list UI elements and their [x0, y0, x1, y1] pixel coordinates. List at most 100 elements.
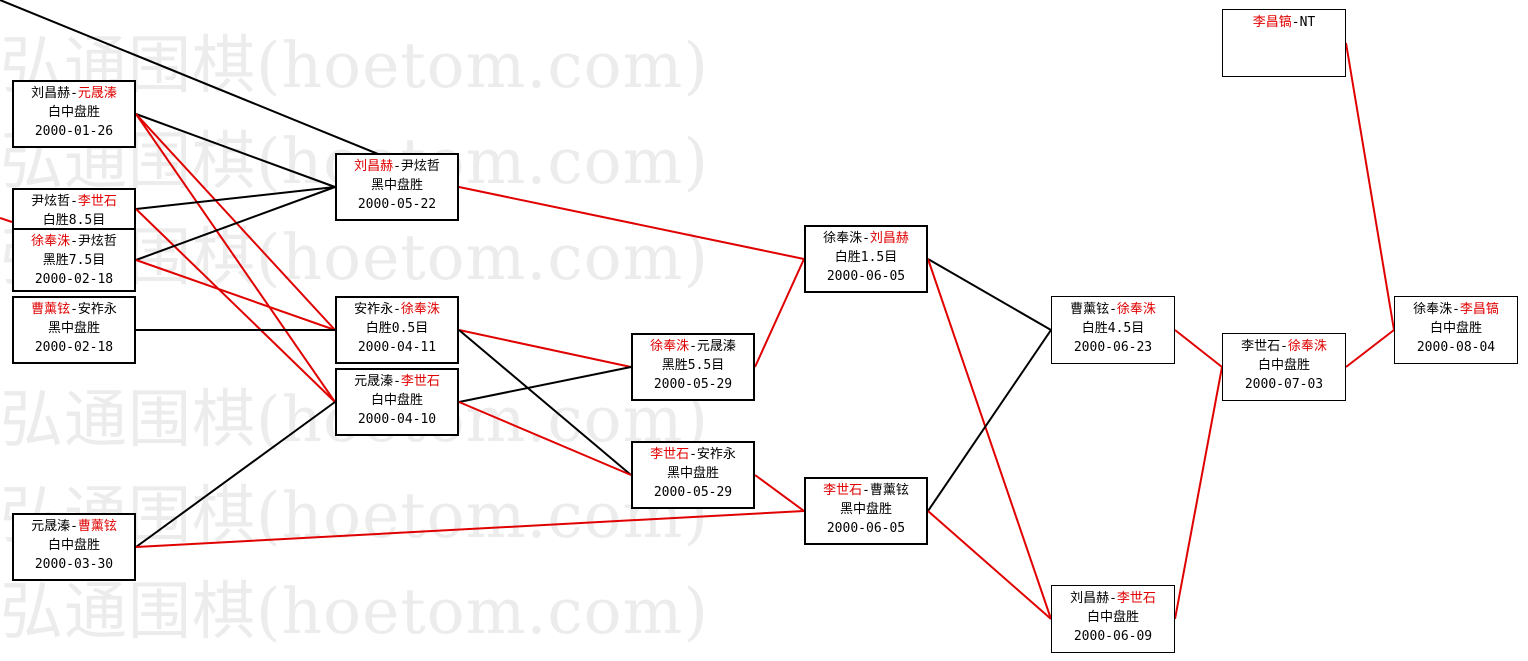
black-player: 徐奉洙: [31, 234, 71, 249]
white-player: 李世石: [1116, 591, 1156, 606]
connector-g0703-g0804: [1345, 329, 1395, 368]
game-date: 2000-08-04: [1416, 340, 1496, 355]
game-result: 白胜4.5目: [1081, 321, 1145, 336]
vs-dash: -: [862, 231, 870, 246]
vs-dash: -: [1109, 302, 1117, 317]
black-player: 曹薰铉: [1070, 302, 1110, 317]
white-player: 安祚永: [77, 302, 117, 317]
game-date: 2000-03-30: [34, 557, 114, 572]
vs-dash: -: [393, 374, 401, 389]
game-date: 2000-05-29: [653, 485, 733, 500]
vs-dash: -: [1280, 339, 1288, 354]
vs-dash: -: [70, 234, 78, 249]
connector-g0126-g0410: [135, 113, 336, 403]
white-player: 尹炫哲: [77, 234, 117, 249]
black-player: 刘昌赫: [1070, 591, 1110, 606]
black-player: 徐奉洙: [1413, 302, 1453, 317]
vs-dash: -: [1291, 15, 1300, 30]
white-player: 徐奉洙: [400, 302, 440, 317]
game-date: 2000-04-11: [357, 340, 437, 355]
players-row: 尹炫哲-李世石: [14, 192, 134, 211]
white-player: 徐奉洙: [1287, 339, 1327, 354]
game-result: 白中盘胜: [1257, 358, 1310, 373]
vs-dash: -: [70, 302, 78, 317]
vs-dash: -: [689, 339, 697, 354]
connector-g0218b-g0411: [135, 259, 336, 331]
players-row: 徐奉洙-尹炫哲: [14, 232, 134, 251]
vs-dash: -: [1109, 591, 1117, 606]
connector-g0126-g0522: [135, 113, 336, 188]
black-player: 李世石: [823, 483, 863, 498]
game-date: 2000-04-10: [357, 412, 437, 427]
players-row: 元晟溱-曹薰铉: [14, 517, 134, 536]
game-result: 黑中盘胜: [370, 178, 423, 193]
game-date: 2000-07-03: [1244, 377, 1324, 392]
connector-g0529b-g0605b: [754, 474, 805, 512]
game-result: 黑胜7.5目: [42, 253, 106, 268]
white-player: 曹薰铉: [869, 483, 909, 498]
game-date: 2000-02-18: [34, 272, 114, 287]
white-player: NT: [1299, 15, 1316, 30]
game-result: 白胜8.5目: [42, 213, 106, 228]
vs-dash: -: [862, 483, 870, 498]
black-player: 徐奉洙: [650, 339, 690, 354]
game-node-g0703: 李世石-徐奉洙白中盘胜 2000-07-03: [1222, 333, 1346, 401]
game-node-g0218b: 徐奉洙-尹炫哲黑胜7.5目 2000-02-18: [12, 228, 136, 292]
game-date: 2000-05-22: [357, 197, 437, 212]
vs-dash: -: [393, 159, 401, 174]
black-player: 刘昌赫: [354, 159, 394, 174]
players-row: 徐奉洙-刘昌赫: [806, 229, 926, 248]
connector-g0605b-g0609: [927, 510, 1052, 620]
connector-g0126-g0411: [135, 113, 336, 331]
connector-g0623-g0703: [1174, 329, 1223, 368]
black-player: 元晟溱: [31, 519, 71, 534]
connector-g0605a-g0623: [927, 258, 1052, 331]
players-row: 刘昌赫-李世石: [1052, 589, 1174, 608]
white-player: 元晟溱: [77, 86, 117, 101]
connector-g0529a-g0605a: [754, 258, 805, 368]
connector-g0410-g0529a: [458, 366, 632, 403]
game-result: 白中盘胜: [47, 105, 100, 120]
connector-g0411-g0529b: [458, 329, 632, 476]
black-player: 李世石: [1241, 339, 1281, 354]
players-row: 徐奉洙-李昌镐: [1395, 300, 1517, 319]
vs-dash: -: [393, 302, 401, 317]
game-result: 白中盘胜: [370, 393, 423, 408]
white-player: 安祚永: [696, 447, 736, 462]
connector-g0522-g0605a: [458, 186, 805, 260]
game-date: 2000-06-05: [826, 269, 906, 284]
game-date: 2000-01-26: [34, 124, 114, 139]
white-player: 刘昌赫: [869, 231, 909, 246]
vs-dash: -: [70, 519, 78, 534]
connector-g0330-g0605b: [135, 510, 805, 548]
players-row: 李世石-曹薰铉: [806, 481, 926, 500]
players-row: 曹薰铉-徐奉洙: [1052, 300, 1174, 319]
connector-g0330-g0410: [135, 401, 336, 548]
black-player: 刘昌赫: [31, 86, 71, 101]
white-player: 李世石: [400, 374, 440, 389]
game-node-gNT: 李昌镐-NT: [1222, 9, 1346, 77]
game-result: 白胜0.5目: [365, 321, 429, 336]
game-node-g0804: 徐奉洙-李昌镐白中盘胜 2000-08-04: [1394, 296, 1518, 364]
black-player: 李世石: [650, 447, 690, 462]
vs-dash: -: [689, 447, 697, 462]
game-date: 2000-06-09: [1073, 629, 1153, 644]
game-date: 2000-02-18: [34, 340, 114, 355]
game-result: 白中盘胜: [47, 538, 100, 553]
connector-g0411-g0529a: [458, 329, 632, 368]
players-row: 徐奉洙-元晟溱: [633, 337, 753, 356]
players-row: 曹薰铉-安祚永: [14, 300, 134, 319]
black-player: 元晟溱: [354, 374, 394, 389]
game-result: 白中盘胜: [1429, 321, 1482, 336]
connector-g0605a-g0609: [927, 258, 1052, 620]
connector-g0605b-g0623: [927, 329, 1052, 512]
